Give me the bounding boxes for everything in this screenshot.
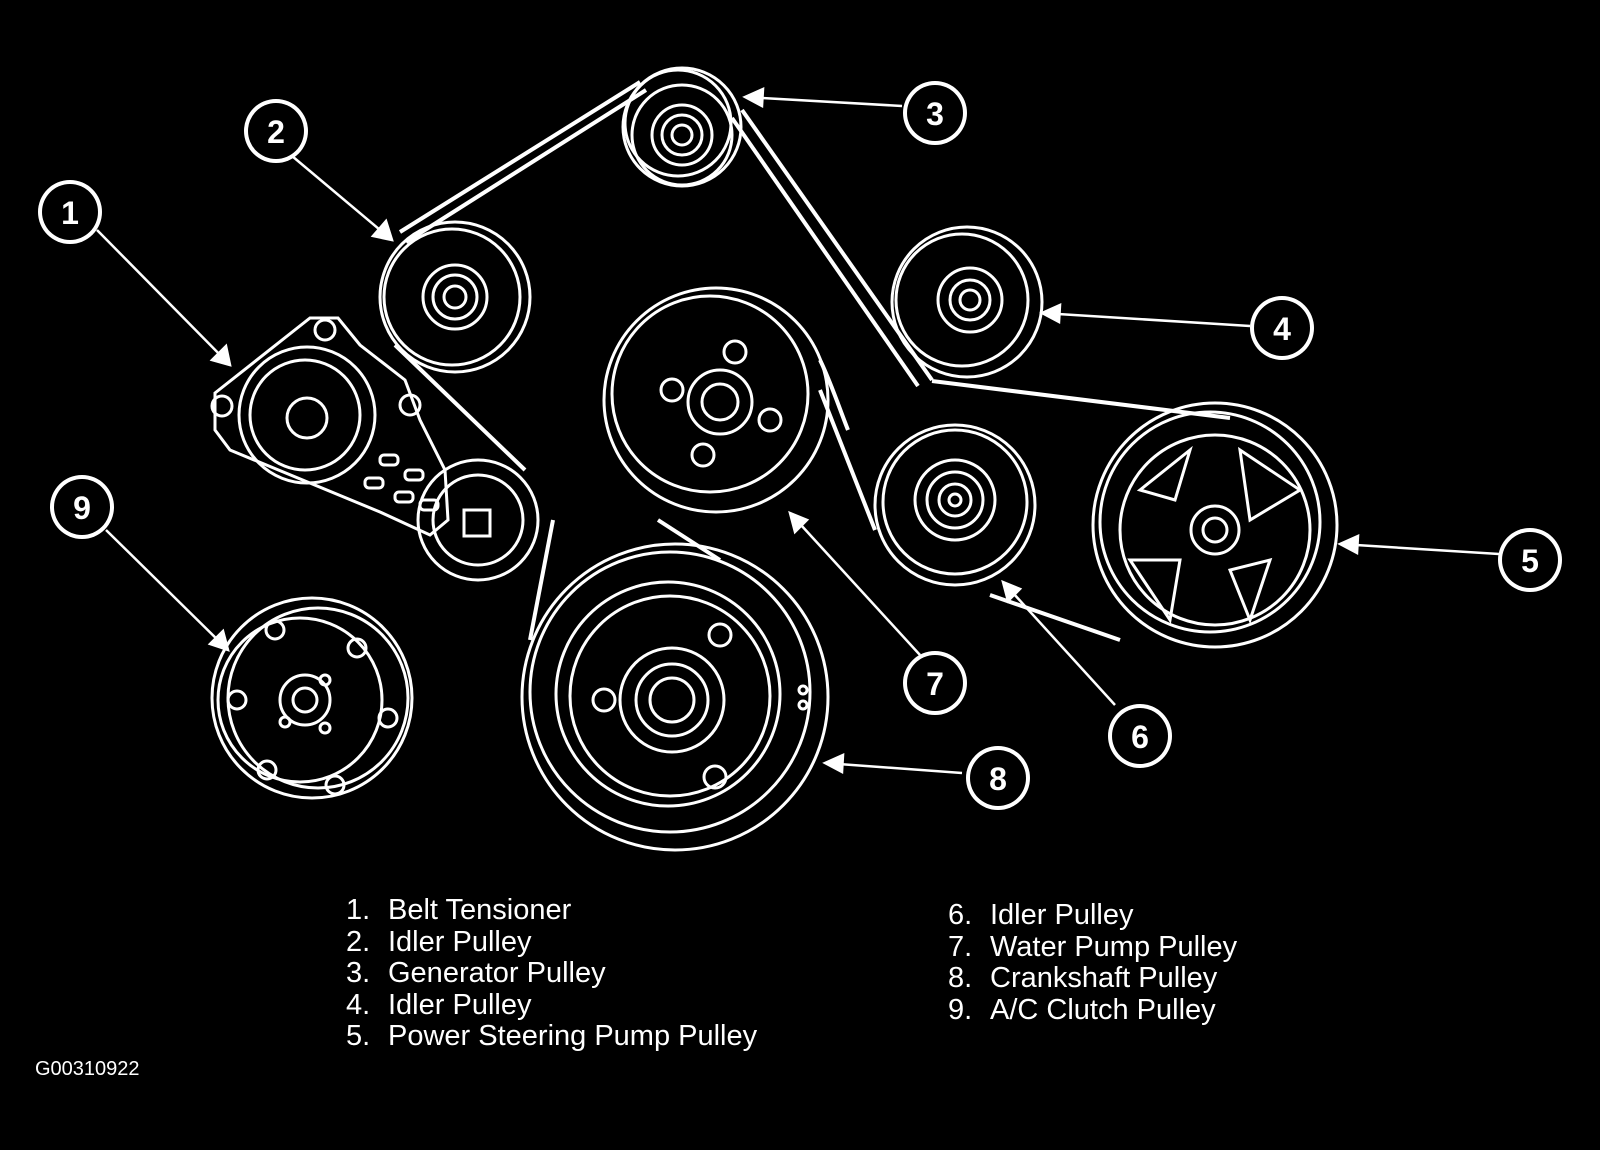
legend-item: 9.A/C Clutch Pulley [948, 993, 1216, 1026]
leader-line-3 [744, 95, 903, 108]
water-pump-pulley [602, 286, 830, 514]
legend-item: 8.Crankshaft Pulley [948, 962, 1218, 994]
callout-3: 3 [903, 81, 967, 145]
leader-line-1 [96, 229, 231, 366]
callout-1: 1 [38, 180, 102, 244]
leader-line-9 [105, 529, 229, 651]
belt-tensioner [210, 316, 540, 582]
legend-item: 6.Idler Pulley [948, 899, 1134, 931]
callout-5: 5 [1498, 528, 1562, 592]
leader-line-4 [1041, 311, 1251, 328]
svg-text:6: 6 [1131, 719, 1149, 755]
figure-id: G00310922 [35, 1058, 140, 1080]
callout-6: 6 [1108, 704, 1172, 768]
svg-text:2: 2 [267, 114, 285, 150]
leader-line-7 [789, 512, 921, 656]
svg-text:4: 4 [1273, 311, 1291, 347]
legend-item: 4.Idler Pulley [346, 988, 532, 1021]
legend-item: 2.Idler Pulley [346, 925, 532, 958]
svg-text:3: 3 [926, 96, 944, 132]
svg-text:5: 5 [1521, 543, 1539, 579]
svg-text:8: 8 [989, 761, 1007, 797]
callout-markers: 1 2 3 4 5 6 7 [38, 81, 1562, 810]
legend-right-column: 6.Idler Pulley 7.Water Pump Pulley 8.Cra… [948, 899, 1238, 1026]
callout-9: 9 [50, 475, 114, 539]
power-steering-pump-pulley [1091, 401, 1339, 649]
idler-pulley-lower [873, 423, 1037, 587]
legend-item: 7.Water Pump Pulley [948, 930, 1238, 963]
idler-pulley-right [890, 225, 1044, 379]
leader-line-6 [1002, 581, 1116, 706]
legend-item: 3.Generator Pulley [346, 957, 606, 989]
ac-clutch-pulley [210, 596, 414, 800]
legend-item: 5.Power Steering Pump Pulley [346, 1020, 758, 1052]
leader-line-5 [1339, 542, 1500, 556]
leader-line-8 [824, 761, 963, 775]
callout-8: 8 [966, 746, 1030, 810]
svg-text:9: 9 [73, 490, 91, 526]
idler-pulley-upper-left [378, 220, 532, 374]
svg-text:1: 1 [61, 195, 79, 231]
crankshaft-pulley [520, 542, 830, 852]
leader-line-2 [291, 155, 393, 241]
callout-7: 7 [903, 651, 967, 715]
legend-left-column: 1.Belt Tensioner 2.Idler Pulley 3.Genera… [346, 894, 758, 1053]
legend-item: 1.Belt Tensioner [346, 894, 572, 926]
callout-4: 4 [1250, 296, 1314, 360]
svg-text:7: 7 [926, 666, 944, 702]
callout-2: 2 [244, 99, 308, 163]
leader-lines [96, 87, 1500, 775]
generator-pulley [621, 66, 743, 188]
